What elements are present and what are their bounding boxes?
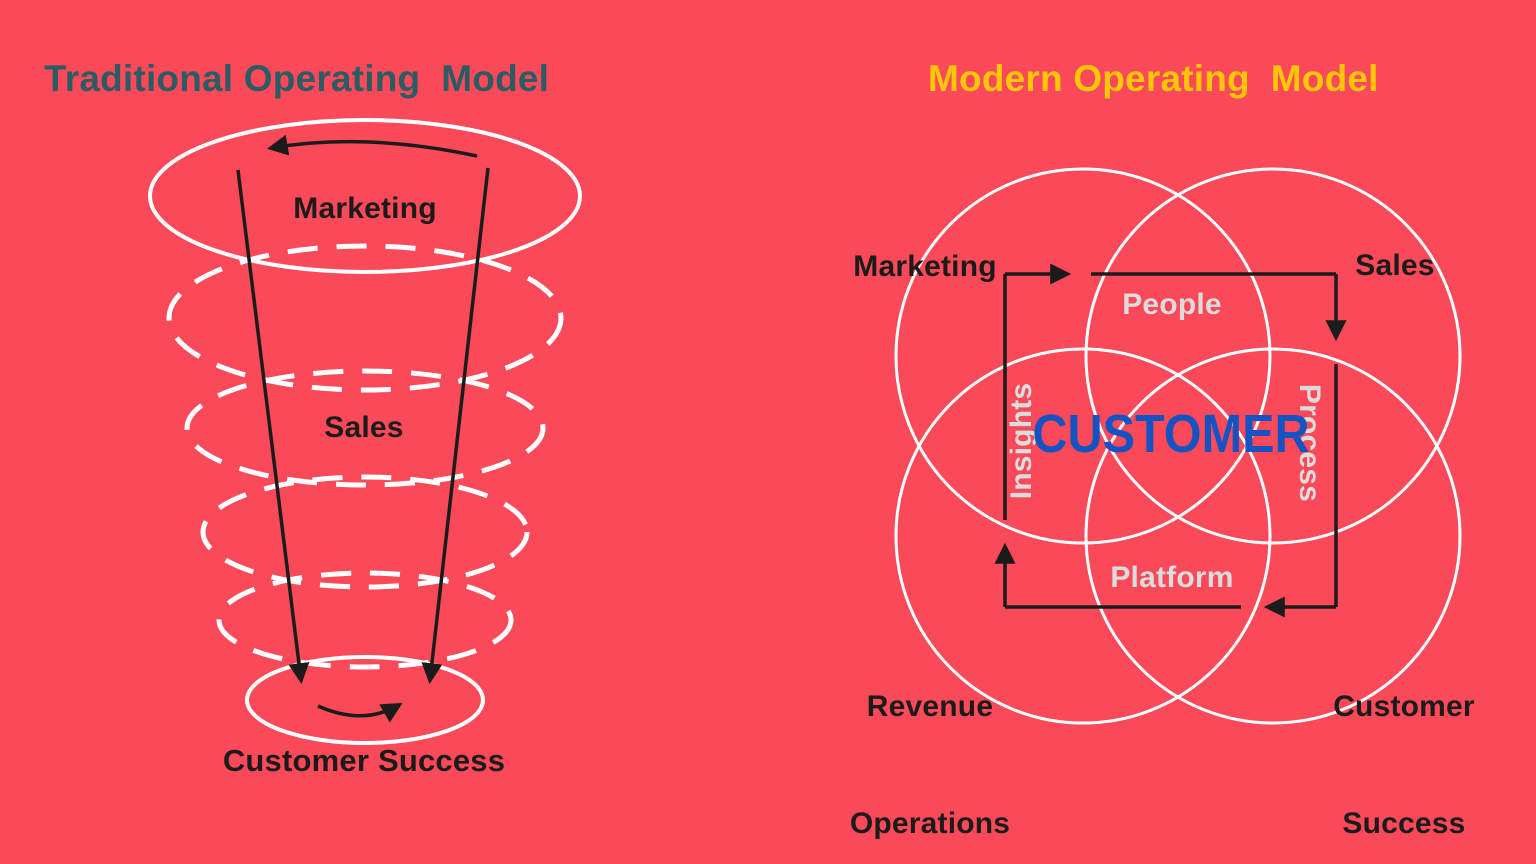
funnel-side-arrow-right bbox=[421, 167, 490, 685]
funnel-dashed-ellipse-3 bbox=[200, 474, 530, 590]
venn-label-people: People bbox=[1122, 288, 1222, 321]
venn-outer-label-sales: Sales bbox=[1355, 249, 1435, 282]
venn-circle-top-left bbox=[894, 167, 1272, 545]
funnel-loop-arrow-bottom bbox=[317, 702, 403, 723]
customer-success-line1: Customer bbox=[1333, 690, 1475, 723]
funnel-dashed-ellipse-1 bbox=[166, 243, 564, 393]
venn-circle-bottom-left bbox=[894, 347, 1272, 725]
funnel-dashed-ellipse-4 bbox=[216, 570, 514, 670]
venn-outer-label-marketing: Marketing bbox=[853, 250, 997, 283]
funnel-stage-sales: Sales bbox=[324, 411, 404, 444]
revenue-operations-line2: Operations bbox=[849, 807, 1011, 840]
funnel-bottom-ellipse bbox=[245, 655, 485, 745]
funnel-diagram bbox=[148, 118, 582, 745]
revenue-operations-line1: Revenue bbox=[866, 690, 994, 723]
venn-diagram bbox=[894, 167, 1462, 725]
venn-label-platform: Platform bbox=[1110, 561, 1234, 594]
funnel-dashed-ellipse-2 bbox=[184, 368, 546, 488]
right-panel-title: Modern Operating Model bbox=[928, 58, 1379, 99]
funnel-loop-arrow-top bbox=[266, 134, 478, 158]
venn-circle-bottom-right bbox=[1084, 347, 1462, 725]
funnel-stage-customer-success: Customer Success bbox=[222, 743, 506, 778]
funnel-top-ellipse bbox=[148, 118, 582, 274]
venn-outer-label-customer-success: Customer Success bbox=[1333, 609, 1475, 864]
left-panel-title: Traditional Operating Model bbox=[44, 58, 550, 99]
venn-outer-label-revenue-operations: Revenue Operations bbox=[850, 609, 1010, 864]
customer-success-line2: Success bbox=[1342, 807, 1466, 840]
venn-center-label-customer: CUSTOMER bbox=[1032, 404, 1310, 464]
funnel-side-arrow-left bbox=[236, 169, 310, 685]
funnel-stage-marketing: Marketing bbox=[293, 192, 437, 225]
venn-circle-top-right bbox=[1084, 167, 1462, 545]
